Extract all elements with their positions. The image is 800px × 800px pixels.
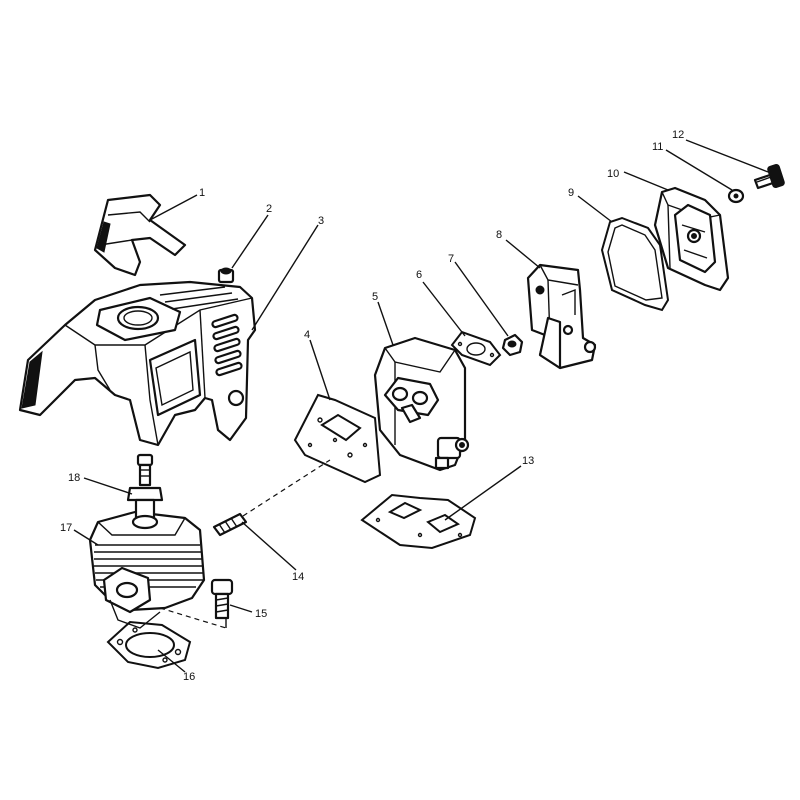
part-7-nut [501,333,524,357]
assembly-line-muffler [242,459,331,517]
leader-11 [665,149,733,191]
callout-13: 13 [522,455,534,467]
callout-5: 5 [372,291,378,303]
leader-12 [685,139,769,173]
callout-18: 18 [68,472,80,484]
leader-6 [422,281,466,337]
part-10-filter-cover [653,186,730,292]
callout-14: 14 [292,571,304,583]
callout-4: 4 [304,329,310,341]
part-16-base-gasket [106,620,192,670]
part-1-handle [93,193,187,277]
leader-7 [454,261,509,337]
part-3-cylinder-shroud [18,280,257,447]
callout-12: 12 [672,129,684,141]
leader-16 [157,649,186,673]
callout-8: 8 [496,229,502,241]
callout-1: 1 [199,187,205,199]
callout-2: 2 [266,203,272,215]
callout-6: 6 [416,269,422,281]
leader-2 [231,214,269,269]
leader-13 [444,465,522,521]
leader-10 [623,171,669,191]
leader-lines [73,139,769,673]
callout-7: 7 [448,253,454,265]
part-8-bracket [526,263,597,370]
leader-4 [309,339,331,401]
part-5-muffler [373,336,470,472]
part-15-bolt [210,578,234,620]
part-14-stud [212,512,248,537]
part-17-cylinder [88,510,206,629]
leader-14 [241,521,297,571]
leader-1 [149,194,198,221]
part-18-spark-plug [126,453,164,530]
leader-9 [577,195,613,223]
part-9-filter-gasket [600,216,670,312]
callout-11: 11 [652,141,663,153]
callout-17: 17 [60,522,72,534]
leader-17 [73,529,99,546]
leader-8 [505,239,541,269]
leader-18 [83,477,133,495]
leader-15 [229,604,253,613]
part-12-screw [753,163,785,190]
assembly-line-cylinder [159,607,227,629]
part-13-gasket [360,493,477,550]
callout-3: 3 [318,215,324,227]
leader-3 [251,224,319,331]
part-4-gasket [293,393,382,484]
part-2-nut [217,267,235,284]
callout-16: 16 [183,671,195,683]
callout-15: 15 [255,608,267,620]
callout-10: 10 [607,168,619,180]
callout-labels: 1 2 3 4 5 6 7 8 9 10 11 12 13 14 15 16 1… [60,129,684,683]
callout-9: 9 [568,187,574,199]
leader-5 [377,301,394,346]
part-11-washer [727,188,745,204]
